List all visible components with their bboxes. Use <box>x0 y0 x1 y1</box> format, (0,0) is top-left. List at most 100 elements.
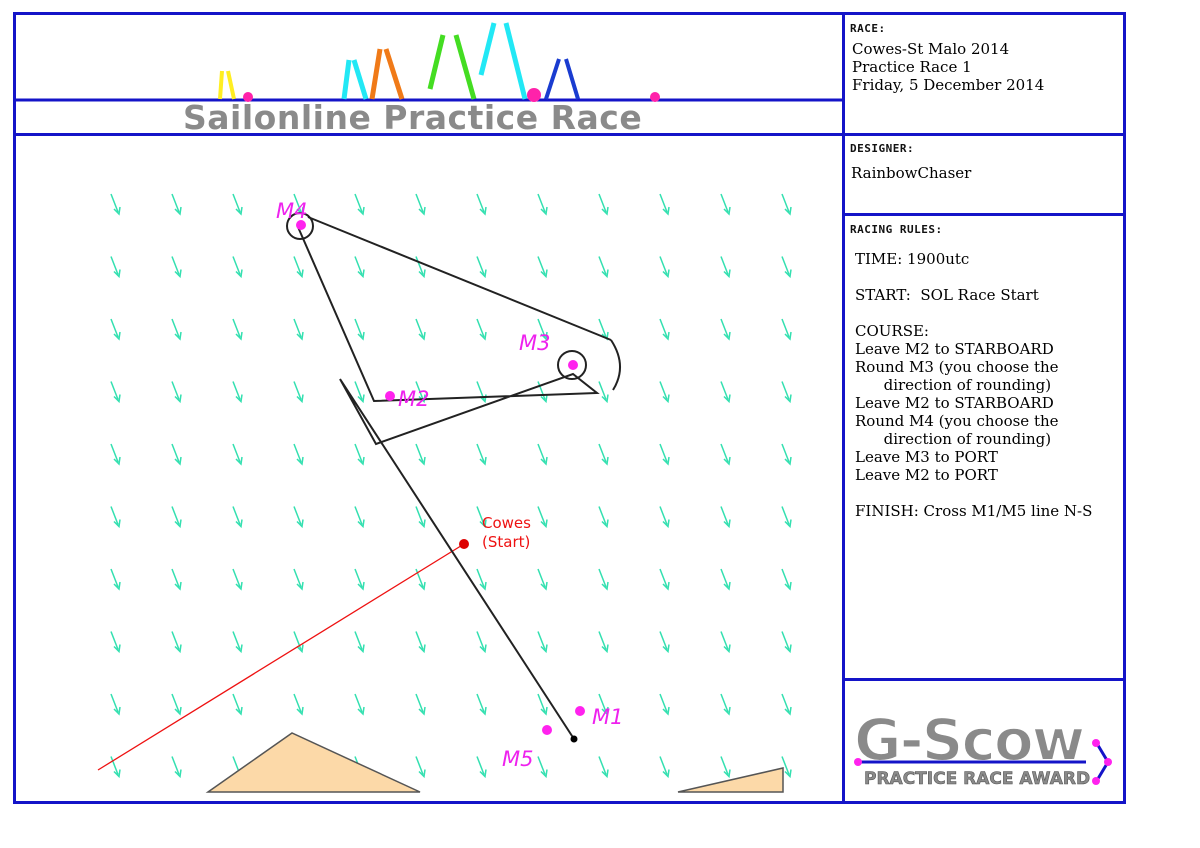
award-subtitle: PRACTICE RACE AWARD <box>864 769 1090 789</box>
wind-arrow <box>232 568 241 588</box>
rule-line: FINISH: Cross M1/M5 line N-S <box>855 502 1093 520</box>
wind-arrow <box>781 568 790 588</box>
wind-arrow-head <box>418 769 426 779</box>
wind-arrow-head <box>540 456 548 466</box>
wind-arrow-head <box>418 206 426 216</box>
wind-arrow-head <box>723 644 731 654</box>
award-dot <box>854 758 862 766</box>
award-dot <box>1104 758 1112 766</box>
wind-arrow <box>476 443 485 463</box>
wind-arrow <box>171 568 180 588</box>
wind-arrow-head <box>479 269 487 279</box>
wind-arrow-head <box>418 269 426 279</box>
wind-arrow-head <box>174 331 182 341</box>
mark-m3 <box>568 360 578 370</box>
award-dot <box>1092 777 1100 785</box>
wind-arrow-head <box>540 581 548 591</box>
wind-arrow <box>110 256 119 275</box>
wind-arrow-head <box>479 581 487 591</box>
wind-arrow-head <box>540 331 548 341</box>
wind-arrow <box>537 506 546 525</box>
wind-arrow-head <box>113 769 121 779</box>
wind-arrow-head <box>357 706 365 716</box>
wind-arrow-head <box>784 331 792 341</box>
wind-arrow-head <box>113 456 121 466</box>
race-subtitle: Practice Race 1 <box>852 58 972 76</box>
wind-arrow-head <box>662 706 670 716</box>
wind-arrow-head <box>296 581 304 591</box>
wind-arrow-head <box>723 519 731 529</box>
race-heading: RACE: <box>850 22 886 35</box>
wind-arrow-head <box>784 706 792 716</box>
rules-heading: RACING RULES: <box>850 223 943 236</box>
mark-label-m3: M3 <box>519 331 550 355</box>
mark-m5 <box>542 725 552 735</box>
wind-arrow <box>354 443 363 463</box>
wind-arrow <box>232 381 241 400</box>
wind-arrow <box>293 318 302 338</box>
wind-arrow <box>415 756 424 775</box>
wind-arrow <box>232 318 241 338</box>
wind-arrow <box>537 568 546 588</box>
start-line <box>97 543 465 771</box>
land-mass <box>677 767 784 793</box>
wind-arrow-head <box>296 519 304 529</box>
wind-arrow <box>354 381 363 400</box>
award-dot <box>1092 739 1100 747</box>
wind-arrow <box>781 443 790 463</box>
wind-arrow-head <box>296 644 304 654</box>
wind-arrow-head <box>540 706 548 716</box>
rule-line: direction of rounding) <box>855 376 1052 394</box>
wind-arrow <box>110 318 119 338</box>
wind-arrow <box>659 568 668 588</box>
wind-arrow-head <box>784 519 792 529</box>
wind-arrow <box>476 631 485 650</box>
wind-arrow <box>537 381 546 400</box>
wind-arrow-head <box>174 644 182 654</box>
wind-arrow-head <box>723 331 731 341</box>
wind-arrow <box>659 631 668 650</box>
mark-label-m5: M5 <box>502 747 533 771</box>
wind-arrow-head <box>357 394 365 404</box>
wind-arrow-head <box>418 519 426 529</box>
wind-arrow <box>720 193 729 213</box>
wind-arrow-head <box>113 206 121 216</box>
wind-arrow-head <box>601 206 609 216</box>
wind-arrows <box>110 193 792 779</box>
wind-arrow-head <box>357 581 365 591</box>
wind-arrow <box>354 318 363 338</box>
land-mass <box>205 732 421 793</box>
wind-arrow <box>293 568 302 588</box>
wind-arrow-head <box>540 269 548 279</box>
wind-arrow <box>232 631 241 650</box>
wind-arrow <box>415 318 424 338</box>
wind-arrow-head <box>784 581 792 591</box>
wind-arrow <box>232 693 241 713</box>
wind-arrow-head <box>235 644 243 654</box>
wind-arrow <box>537 443 546 463</box>
wind-arrow-head <box>784 269 792 279</box>
wind-arrow-head <box>662 331 670 341</box>
wind-arrow <box>659 381 668 400</box>
mark-m4 <box>296 220 306 230</box>
wind-arrow <box>659 756 668 775</box>
wind-arrow-head <box>296 269 304 279</box>
panel-divider <box>842 12 845 804</box>
wind-arrow-head <box>601 581 609 591</box>
wind-arrow-head <box>601 394 609 404</box>
wind-arrow <box>293 631 302 650</box>
buoy-dot <box>527 88 541 102</box>
wind-arrow-head <box>174 769 182 779</box>
wind-arrow <box>720 568 729 588</box>
award-logo: G-Scow PRACTICE RACE AWARD <box>853 705 1112 789</box>
course-track <box>286 212 621 740</box>
wind-arrow <box>171 318 180 338</box>
wind-arrow-head <box>540 769 548 779</box>
award-logo-text: G-Scow <box>854 706 1084 774</box>
buoy-dot <box>650 92 660 102</box>
rule-line: Round M4 (you choose the <box>855 412 1059 430</box>
wind-arrow-head <box>540 644 548 654</box>
wind-arrow <box>476 256 485 275</box>
mark-label-m1: M1 <box>592 705 623 729</box>
start-point <box>459 539 469 549</box>
